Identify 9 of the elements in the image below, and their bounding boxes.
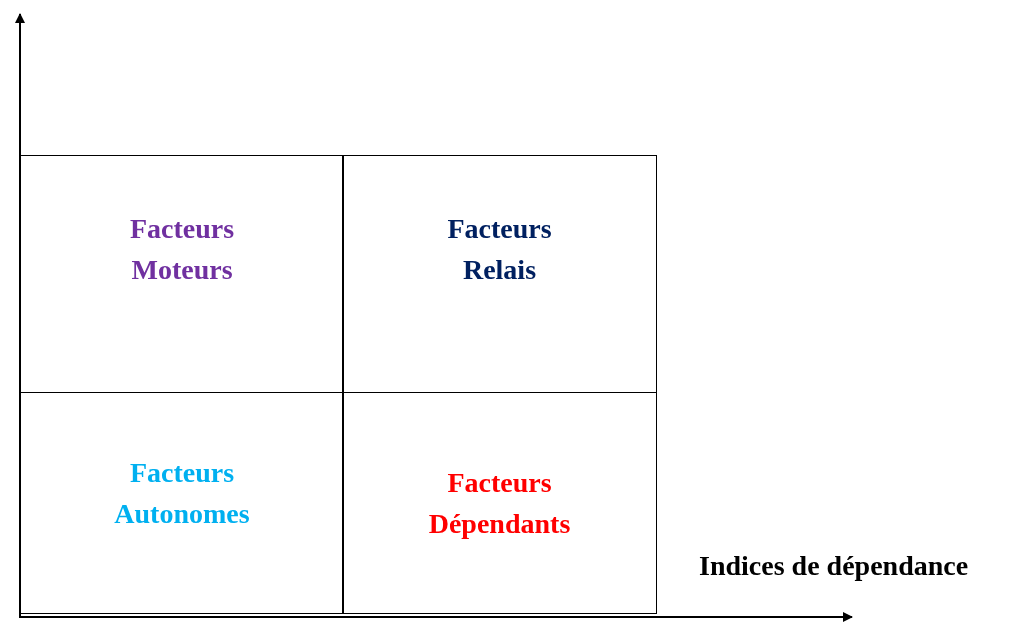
quadrant-label: Facteurs Relais: [446, 212, 553, 287]
axis-label: Indices de dépendance: [699, 550, 969, 582]
matrix-quadrant: [342, 155, 657, 393]
quadrant-label: Facteurs Moteurs: [128, 212, 236, 287]
matrix-quadrant: [20, 392, 344, 614]
matrix-quadrant: [20, 155, 344, 393]
quadrant-label: Facteurs Dépendants: [427, 466, 572, 541]
matrix-quadrant: [342, 392, 657, 614]
quadrant-label: Facteurs Autonomes: [113, 456, 251, 531]
